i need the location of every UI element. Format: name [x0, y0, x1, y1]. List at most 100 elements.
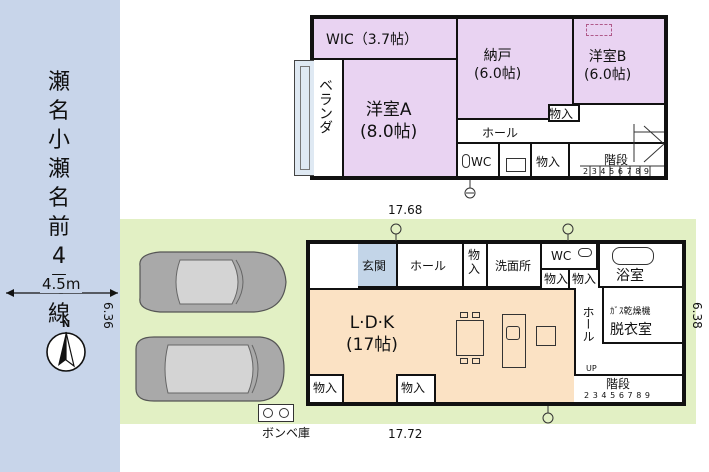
stairs-1f-label: 階段: [606, 377, 631, 391]
chair-icon: [472, 358, 480, 364]
car-icon: [139, 251, 287, 313]
light-fixture-icon: [464, 180, 476, 199]
step-number: 4: [600, 167, 610, 176]
hall-1f: [398, 244, 462, 288]
closet-1f-2-label: 物入: [544, 272, 569, 286]
bedroom-b-label: 洋室B (6.0帖): [584, 49, 632, 83]
ldk-label: L·D·K (17帖): [346, 313, 398, 355]
stairs-1f: [574, 374, 682, 402]
wic-room: [314, 19, 458, 60]
closet-1f-5-label: 物入: [401, 381, 426, 395]
ldk-lower: [436, 374, 574, 402]
step-number: 2: [583, 167, 592, 176]
closet-1f-5: [396, 374, 436, 402]
wc-2f: [458, 144, 500, 176]
stairs-2f-label: 階段: [604, 153, 629, 167]
hall-1f-2-label: ホール: [581, 306, 595, 342]
stairs-up-label: UP: [586, 364, 597, 373]
bedroom-b: [574, 19, 664, 105]
step-number: 5: [609, 167, 618, 176]
hatch-outline: [586, 24, 612, 36]
hall-1f-label: ホール: [410, 259, 447, 273]
dressing-room: [602, 288, 682, 344]
road-width-label: 4.5m: [40, 275, 83, 293]
dimension-top: 17.68: [388, 203, 423, 217]
compass-label: N: [62, 319, 70, 330]
step-number: 8: [636, 391, 645, 400]
closet-1f: [462, 244, 488, 288]
closet-1f-3: [570, 268, 598, 288]
closet-2f-upper-label: 物入: [549, 107, 574, 121]
entrance: [358, 244, 398, 288]
bath-label: 浴室: [616, 268, 644, 284]
hall-2f-label: ホール: [482, 126, 519, 140]
sink-icon: [506, 326, 520, 340]
washroom: [488, 244, 542, 288]
hall-1f-2: [574, 288, 602, 374]
closet-1f-3-label: 物入: [572, 272, 597, 286]
wall-2f: [458, 142, 664, 144]
closet-1f-4: [310, 374, 344, 402]
road-strip: [0, 0, 120, 472]
storage-label: 納戸 (6.0帖): [474, 48, 522, 82]
washroom-label: 洗面所: [495, 259, 532, 273]
toilet-icon: [462, 154, 470, 168]
wc-1f-label: WC: [551, 249, 572, 263]
road-name: 瀬 名 小 瀬 名 前 4 号 線: [47, 70, 70, 327]
road-width-arrow: [6, 289, 118, 297]
car-icon: [135, 336, 285, 402]
step-number: 9: [643, 167, 653, 176]
chair-icon: [460, 312, 468, 318]
closet-1f-label: 物入: [467, 248, 480, 276]
step-number: 7: [626, 167, 636, 176]
toilet-icon: [578, 248, 592, 257]
step-number: 6: [618, 391, 628, 400]
light-fixture-icon: [390, 223, 402, 241]
porch: [310, 244, 358, 288]
closet-1f-2: [542, 268, 570, 288]
ldk-nook: [344, 374, 396, 402]
stairs-1f-steps: 23456789: [584, 391, 654, 400]
gas-storage-label: ボンベ庫: [262, 426, 311, 440]
bedroom-a: [344, 60, 458, 176]
step-number: 2: [584, 391, 593, 400]
chair-icon: [460, 358, 468, 364]
step-number: 3: [591, 167, 601, 176]
veranda-inner: [314, 60, 344, 176]
bedroom-a-label: 洋室A (8.0帖): [360, 100, 418, 142]
step-number: 3: [592, 391, 602, 400]
dimension-left: 6.36: [101, 302, 115, 329]
compass-icon: N: [46, 319, 86, 372]
kitchen-counter-icon: [502, 314, 526, 368]
step-number: 6: [617, 167, 627, 176]
dimension-right: 6.38: [690, 302, 704, 329]
stove-icon: [536, 326, 556, 346]
dimension-bottom: 17.72: [388, 427, 423, 441]
step-number: 8: [635, 167, 644, 176]
sink-icon: [506, 158, 526, 172]
dressing-label: 脱衣室: [610, 322, 652, 338]
dining-table-icon: [456, 320, 484, 356]
chair-icon: [472, 312, 480, 318]
closet-2f-lower: [530, 144, 570, 176]
closet-2f-lower-label: 物入: [536, 155, 561, 169]
storage-room: [458, 19, 574, 120]
bathtub-icon: [612, 247, 654, 265]
step-number: 4: [601, 391, 611, 400]
ldk: [310, 288, 574, 374]
wc-2f-label: WC: [471, 155, 492, 169]
wic-label: WIC（3.7帖）: [326, 32, 419, 48]
stairs-2f-drawing: [580, 124, 664, 176]
light-fixture-icon: [542, 406, 554, 424]
gas-cylinder-icon: [279, 408, 289, 418]
entrance-label: 玄関: [362, 259, 387, 273]
step-number: 5: [610, 391, 619, 400]
closet-2f-upper: [548, 104, 580, 122]
step-number: 7: [627, 391, 637, 400]
light-fixture-icon: [562, 223, 574, 241]
dryer-label: ｶﾞｽ乾燥機: [610, 307, 651, 317]
step-number: 9: [644, 391, 654, 400]
stairs-2f-steps: 23456789: [583, 167, 653, 176]
gas-cylinder-icon: [263, 408, 273, 418]
veranda-rail: [300, 66, 310, 170]
